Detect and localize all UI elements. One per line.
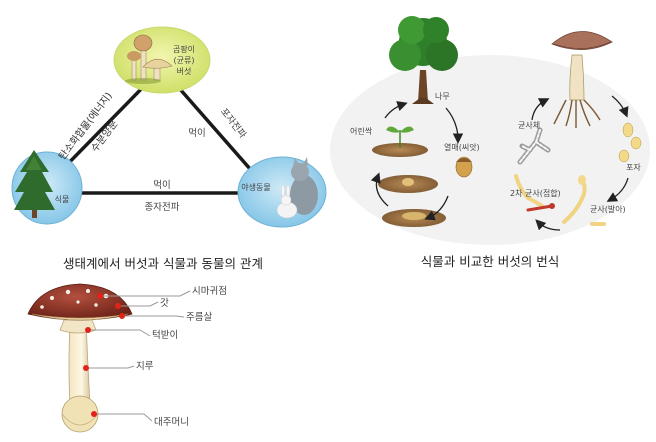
part-gills-label: 주름살: [186, 312, 212, 323]
anatomy-diagram: 시마귀점 갓 주름살 턱받이 지루 대주머니: [27, 283, 227, 433]
edge-label-food-right: 먹이: [188, 128, 205, 139]
mycelium-icon: [517, 127, 551, 165]
part-volva-label: 대주머니: [154, 417, 189, 428]
primary-hyphae-label: 균사(발아): [590, 204, 626, 214]
anatomy-leader-lines: [86, 290, 191, 422]
ecosystem-diagram: 곰팡이 (균류) 버섯 식물: [11, 26, 327, 271]
part-warts-label: 시마귀점: [192, 285, 227, 297]
mycelium-label: 균사체: [518, 120, 540, 130]
edge-fungi-animal: [170, 78, 260, 180]
mushroom-fruiting-body-icon: [551, 31, 613, 128]
cat-rabbit-icon: [276, 157, 318, 219]
fungi-label-3: 버섯: [177, 66, 192, 76]
plant-label: 식물: [55, 195, 70, 204]
edge-label-food-bottom: 먹이: [153, 180, 170, 191]
part-ring-label: 턱받이: [152, 329, 178, 341]
cycle-background: [330, 55, 650, 245]
mushroom-cycle: 포자 균사(발아) 2차 균사(접합) 균사체: [510, 31, 642, 231]
animal-label: 야생동물: [241, 182, 270, 192]
plant-cycle: 나무 열매(씨앗) 어린싹: [350, 16, 480, 227]
mating-hyphae-icon: [514, 174, 555, 212]
edge-label-seed: 종자전파: [145, 202, 180, 213]
seedling-label: 어린싹: [350, 126, 373, 136]
reproduction-caption: 식물과 비교한 버섯의 번식: [421, 254, 559, 269]
seedling-soil-icon: [372, 126, 446, 227]
germinating-hyphae-icon: [562, 175, 606, 226]
ecosystem-caption: 생태계에서 버섯과 식물과 동물의 관계: [63, 256, 263, 271]
secondary-hyphae-label: 2차 균사(접합): [510, 188, 561, 198]
plant-cycle-arrows: [370, 101, 464, 221]
anatomy-markers: [83, 293, 125, 417]
mushroom-cycle-arrows: [531, 95, 629, 231]
fungi-label-2: (균류): [174, 56, 195, 65]
fungi-node: 곰팡이 (균류) 버섯: [113, 26, 211, 94]
deciduous-tree-icon: [389, 16, 458, 104]
mushroom-cluster-icon: [125, 34, 173, 84]
spore-label: 포자: [626, 163, 641, 172]
tree-label: 나무: [435, 92, 450, 101]
plant-node: 식물: [11, 150, 83, 225]
pine-tree-icon: [14, 150, 55, 218]
fruit-icon: [455, 156, 473, 178]
fruit-label: 열매(씨앗): [444, 142, 480, 152]
reproduction-diagram: 나무 열매(씨앗) 어린싹: [330, 16, 650, 269]
spore-icon: [618, 122, 642, 163]
part-stem-label: 지루: [136, 361, 154, 372]
part-cap-label: 갓: [160, 298, 169, 309]
fungi-label-1: 곰팡이: [173, 44, 195, 54]
animal-node: 야생동물: [237, 156, 327, 228]
